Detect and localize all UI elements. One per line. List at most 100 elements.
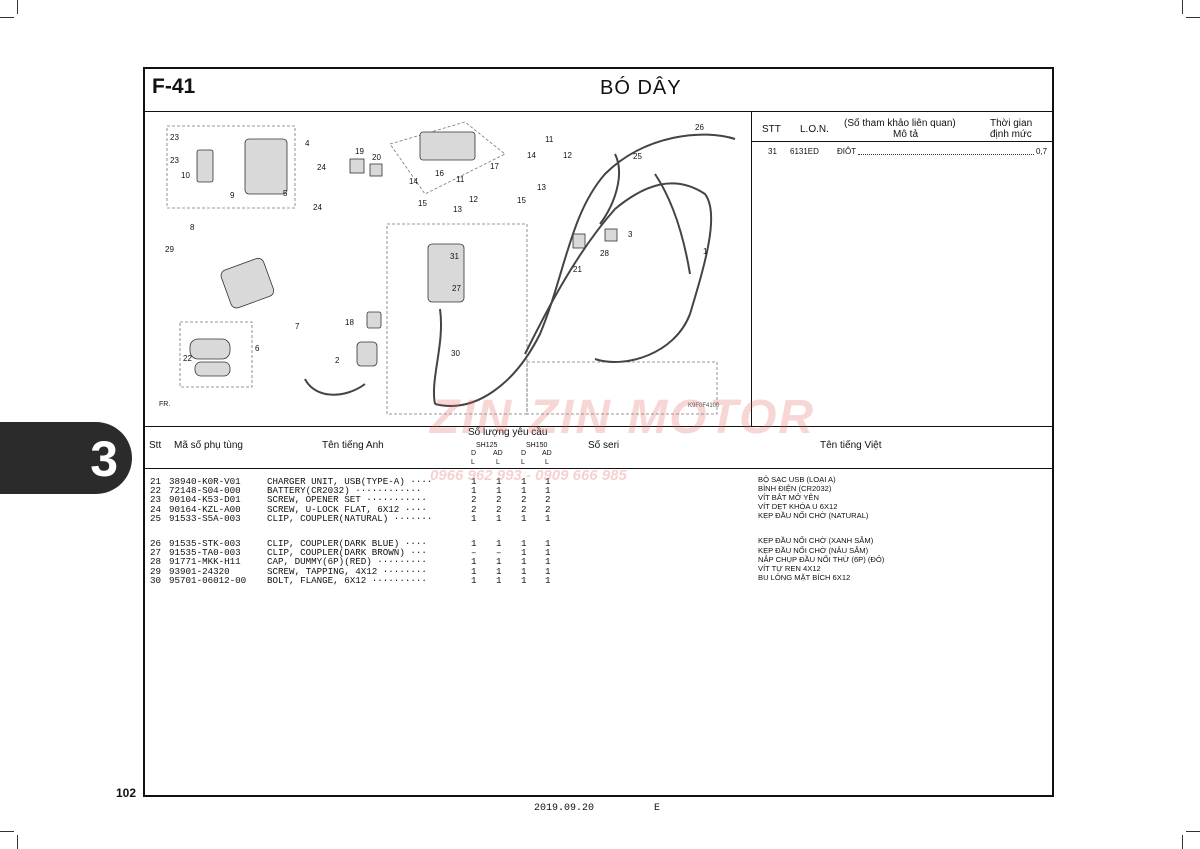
section-tab-number: 3 [90,431,118,487]
qty-ad-1: AD [493,450,503,457]
qty-value: 1 [545,537,551,549]
crop-mark [0,831,14,832]
part-number: 91533-S5A-003 [169,512,241,524]
svg-text:9: 9 [230,191,235,200]
svg-text:17: 17 [490,162,499,171]
row-number: 28 [150,556,162,568]
qty-value: 1 [471,556,477,568]
svg-text:24: 24 [313,203,322,212]
svg-text:7: 7 [295,322,300,331]
qty-value: 2 [545,503,551,515]
col-part-no-header: Mã số phụ tùng [174,440,243,451]
svg-text:31: 31 [450,252,459,261]
vietnamese-name: KẸP ĐẦU NỐI CHỜ (NATURAL) [758,511,869,521]
svg-text:24: 24 [317,163,326,172]
diagram-divider [751,112,752,426]
qty-d-2: D [521,450,527,457]
svg-text:3: 3 [628,230,633,239]
svg-text:23: 23 [170,133,179,142]
row-number: 21 [150,476,162,487]
qty-sub-b: SH150 [526,442,548,449]
part-number: 90104-K53-D01 [169,494,241,506]
svg-text:29: 29 [165,245,174,254]
svg-text:13: 13 [537,183,546,192]
crop-mark [1182,0,1183,14]
qty-value: 1 [496,565,502,577]
part-name: CLIP, COUPLER(NATURAL) ······· [267,512,433,524]
qty-value: 1 [521,476,527,487]
ref-row-leader [858,154,1034,155]
ref-row-desc: ĐIÔT [837,147,857,156]
qty-value: 1 [496,512,502,524]
qty-l-1: L [471,459,475,466]
table-row: 30 95701-06012-00 BOLT, FLANGE, 6X12 ···… [150,575,551,584]
svg-text:12: 12 [563,151,572,160]
svg-text:28: 28 [600,249,609,258]
qty-value: 1 [521,556,527,568]
svg-text:16: 16 [435,169,444,178]
vietnamese-name: VÍT DẸT KHÓA U 6X12 [758,502,838,512]
qty-l-2: L [496,459,500,466]
qty-value: 1 [545,476,551,487]
qty-value: 2 [496,494,502,506]
vietnamese-name: BÌNH ĐIỆN (CR2032) [758,484,832,494]
header-divider [144,111,1053,112]
ref-time-header-1: Thời gian [990,118,1033,129]
footer-edition: E [654,803,661,814]
svg-text:FR.: FR. [159,401,170,408]
vietnamese-names: BỘ SẠC USB (LOẠI A) BÌNH ĐIỆN (CR2032) V… [758,475,884,582]
svg-text:19: 19 [355,147,364,156]
svg-text:12: 12 [469,195,478,204]
crop-mark [1182,835,1183,849]
qty-value: – [471,547,477,559]
crop-mark [17,835,18,849]
ref-header-divider [752,141,1053,142]
crop-mark [17,0,18,14]
part-name: SCREW, TAPPING, 4X12 ········ [267,565,427,577]
qty-value: 1 [545,547,551,559]
vietnamese-name: VÍT BẮT MỞ YÊN [758,493,819,503]
qty-value: 1 [545,512,551,524]
part-number: 38940-K0R-V01 [169,476,241,487]
qty-value: 1 [545,485,551,497]
part-number: 95701-06012-00 [169,574,247,586]
page-title: BÓ DÂY [600,77,682,99]
col-serial-header: Số seri [588,440,620,451]
table-row: 23 90104-K53-D01 SCREW, OPENER SET ·····… [150,494,551,506]
qty-value: 1 [471,537,477,549]
crop-mark [1186,17,1200,18]
qty-value: 1 [545,556,551,568]
qty-value: 1 [471,512,477,524]
ref-lon-header: L.O.N. [800,124,829,135]
svg-text:8: 8 [190,223,195,232]
table-row: 22 72148-S04-000 BATTERY(CR2032) ·······… [150,486,551,495]
table-header-divider [144,468,1053,469]
part-name: SCREW, OPENER SET ··········· [267,494,427,506]
row-number: 23 [150,494,162,506]
part-number: 72148-S04-000 [169,485,241,497]
row-number: 27 [150,547,162,559]
ref-row-time: 0,7 [1036,147,1048,156]
qty-value: 1 [471,574,477,586]
svg-text:30: 30 [451,349,460,358]
qty-sub-a: SH125 [476,442,498,449]
ref-row-stt: 31 [768,147,777,156]
parts-list: 21 38940-K0R-V01 CHARGER UNIT, USB(TYPE-… [150,476,551,585]
svg-text:21: 21 [573,265,582,274]
vietnamese-name: BỘ SẠC USB (LOẠI A) [758,475,836,484]
table-row: 26 91535-STK-003 CLIP, COUPLER(DARK BLUE… [150,539,551,548]
vietnamese-name: KẸP ĐẦU NỐI CHỜ (NÂU SẪM) [758,545,869,555]
svg-text:11: 11 [456,175,465,184]
part-name: BOLT, FLANGE, 6X12 ·········· [267,574,427,586]
qty-value: 1 [471,565,477,577]
svg-text:5: 5 [283,189,288,198]
table-row: 28 91771-MKK-H11 CAP, DUMMY(6P)(RED) ···… [150,556,551,568]
ref-time-header-2: định mức [990,129,1032,140]
qty-value: 1 [496,476,502,487]
row-number: 29 [150,565,162,577]
qty-l-3: L [521,459,525,466]
svg-text:27: 27 [452,284,461,293]
qty-value: 2 [521,494,527,506]
svg-text:18: 18 [345,318,354,327]
ref-desc-header: Mô tả [893,129,919,140]
